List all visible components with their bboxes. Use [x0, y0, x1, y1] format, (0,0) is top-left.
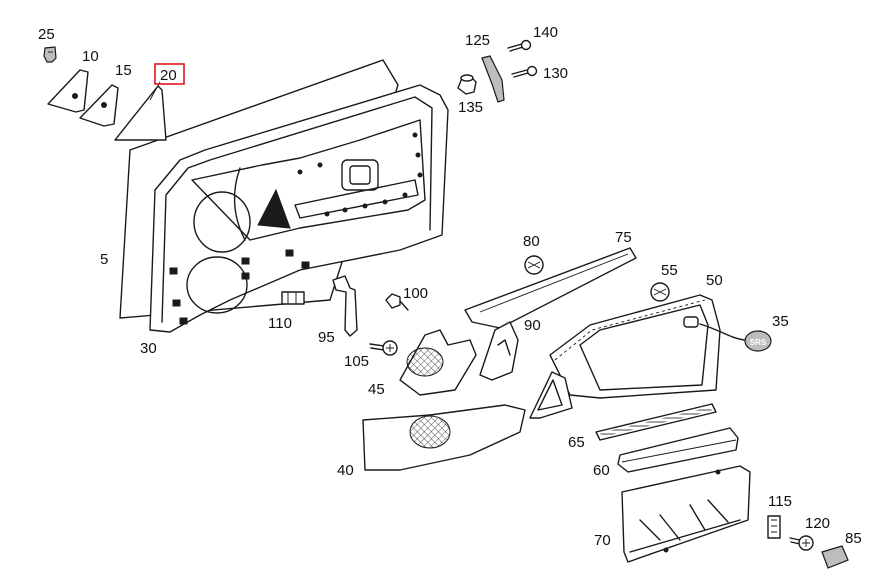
callout-65[interactable]: 65 [568, 434, 585, 451]
callout-110[interactable]: 110 [268, 315, 292, 332]
callout-55[interactable]: 55 [661, 262, 678, 279]
callout-100[interactable]: 100 [403, 285, 428, 302]
part-90-handle-bracket[interactable] [479, 321, 519, 381]
part-135-plug[interactable] [457, 74, 477, 95]
part-30-door-panel[interactable] [149, 84, 449, 333]
part-20-corner-trim[interactable] [114, 85, 167, 141]
part-55-grommet[interactable] [650, 282, 670, 302]
callout-labels: 25 10 15 20 5 30 125 140 130 135 80 75 5… [38, 24, 862, 549]
srs-badge-text: SRS [750, 338, 767, 347]
callout-80[interactable]: 80 [523, 233, 540, 250]
callout-105[interactable]: 105 [344, 353, 369, 370]
callout-25[interactable]: 25 [38, 26, 55, 43]
door-panel-clip-holes [169, 132, 423, 325]
callout-90[interactable]: 90 [524, 317, 541, 334]
callout-115[interactable]: 115 [768, 493, 792, 510]
part-85-cap[interactable] [821, 545, 849, 569]
callout-50[interactable]: 50 [706, 272, 723, 289]
callout-85[interactable]: 85 [845, 530, 862, 547]
part-50-inner-panel[interactable] [549, 294, 721, 399]
callout-125[interactable]: 125 [465, 32, 490, 49]
callout-75[interactable]: 75 [615, 229, 632, 246]
part-115-clip[interactable] [767, 515, 781, 539]
part-35-srs-badge[interactable]: SRS [699, 323, 772, 352]
callout-130[interactable]: 130 [543, 65, 568, 82]
part-105-screw[interactable] [369, 340, 398, 356]
callout-45[interactable]: 45 [368, 381, 385, 398]
callout-20-highlight-box [154, 63, 185, 85]
part-110-clip[interactable] [281, 291, 305, 305]
part-10-corner-cover[interactable] [47, 69, 89, 113]
part-15-corner-cover[interactable] [79, 84, 119, 127]
callout-135[interactable]: 135 [458, 99, 483, 116]
part-75-trim-strip[interactable] [464, 247, 637, 329]
callout-140[interactable]: 140 [533, 24, 558, 41]
part-65-trim-rail[interactable] [595, 403, 717, 441]
callout-95[interactable]: 95 [318, 329, 335, 346]
part-130-screw[interactable] [511, 65, 538, 78]
part-50-corner-insert[interactable] [529, 371, 573, 419]
part-25-clip[interactable] [43, 46, 57, 63]
part-100-plug[interactable] [385, 293, 409, 311]
part-70-map-pocket[interactable] [621, 465, 751, 563]
callout-35[interactable]: 35 [772, 313, 789, 330]
callout-60[interactable]: 60 [593, 462, 610, 479]
callout-10[interactable]: 10 [82, 48, 99, 65]
part-40-lower-trim[interactable] [362, 404, 526, 471]
callout-30[interactable]: 30 [140, 340, 157, 357]
callout-70[interactable]: 70 [594, 532, 611, 549]
part-80-grommet[interactable] [524, 255, 544, 275]
callout-20[interactable]: 20 [160, 67, 177, 84]
leader-lines [149, 81, 161, 101]
part-125-bracket[interactable] [481, 55, 505, 103]
callout-5[interactable]: 5 [100, 251, 108, 268]
part-45-speaker-cover[interactable] [399, 329, 477, 396]
callout-15[interactable]: 15 [115, 62, 132, 79]
part-140-screw[interactable] [507, 39, 532, 52]
callout-40[interactable]: 40 [337, 462, 354, 479]
callout-120[interactable]: 120 [805, 515, 830, 532]
part-120-screw[interactable] [789, 535, 814, 551]
part-60-armrest-cover[interactable] [617, 427, 739, 473]
part-95-bracket[interactable] [332, 275, 358, 337]
